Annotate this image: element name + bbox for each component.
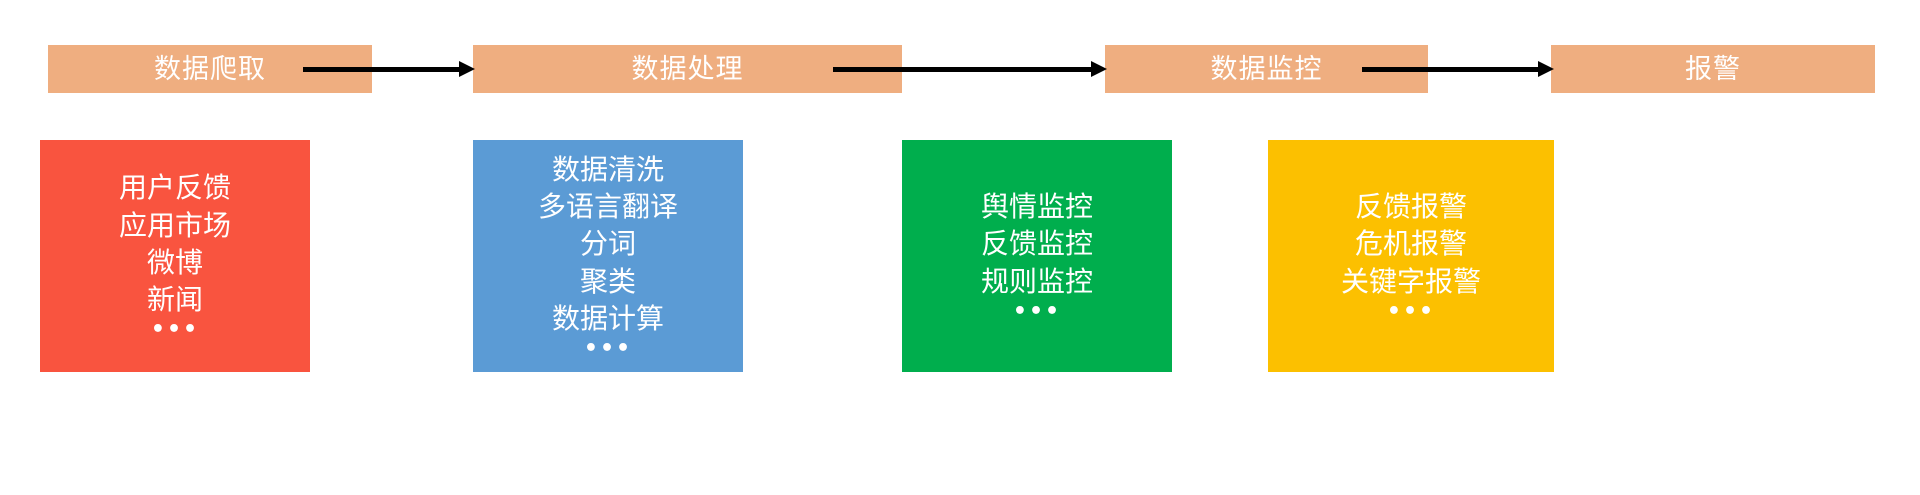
panel-item: 分词 (579, 227, 636, 261)
panel-item: 应用市场 (118, 208, 231, 242)
panel-ellipsis: ••• (583, 335, 633, 361)
panel-item: 舆情监控 (980, 190, 1093, 224)
panel-alerting[interactable]: 反馈报警 危机报警 关键字报警 ••• (1268, 140, 1554, 372)
panel-data-processing[interactable]: 数据清洗 多语言翻译 分词 聚类 数据计算 ••• (473, 140, 743, 372)
arrow-head (459, 61, 475, 77)
stage-header-data-processing[interactable]: 数据处理 (473, 45, 902, 93)
panel-data-monitoring[interactable]: 舆情监控 反馈监控 规则监控 ••• (902, 140, 1172, 372)
arrow-icon-monitoring-to-alerting (1362, 61, 1554, 77)
panel-item: 微博 (146, 245, 203, 279)
stage-header-alerting[interactable]: 报警 (1551, 45, 1875, 93)
panel-item: 危机报警 (1354, 227, 1467, 261)
stage-header-label: 数据爬取 (154, 53, 266, 85)
panel-data-crawling[interactable]: 用户反馈 应用市场 微博 新闻 ••• (40, 140, 310, 372)
stage-header-label: 报警 (1685, 53, 1741, 85)
panel-ellipsis: ••• (150, 317, 200, 343)
stage-header-label: 数据处理 (631, 53, 744, 85)
panel-ellipsis: ••• (1012, 298, 1062, 324)
panel-item: 多语言翻译 (537, 190, 678, 224)
panel-item: 反馈监控 (980, 227, 1093, 261)
panel-item: 规则监控 (980, 264, 1093, 298)
arrow-head (1538, 61, 1554, 77)
panel-item: 聚类 (579, 264, 636, 298)
panel-item: 关键字报警 (1340, 264, 1481, 298)
arrow-shaft (303, 67, 459, 72)
panel-item: 用户反馈 (118, 171, 231, 205)
arrow-head (1091, 61, 1107, 77)
stage-header-data-monitoring[interactable]: 数据监控 (1105, 45, 1428, 93)
panel-item: 数据清洗 (551, 152, 664, 186)
arrow-icon-processing-to-monitoring (833, 61, 1107, 77)
panel-ellipsis: ••• (1386, 298, 1436, 324)
arrow-icon-crawling-to-processing (303, 61, 475, 77)
stage-header-label: 数据监控 (1210, 53, 1323, 85)
arrow-shaft (833, 67, 1091, 72)
panel-item: 数据计算 (551, 301, 664, 335)
panel-item: 新闻 (146, 283, 203, 317)
panel-item: 反馈报警 (1354, 190, 1467, 224)
arrow-shaft (1362, 67, 1538, 72)
